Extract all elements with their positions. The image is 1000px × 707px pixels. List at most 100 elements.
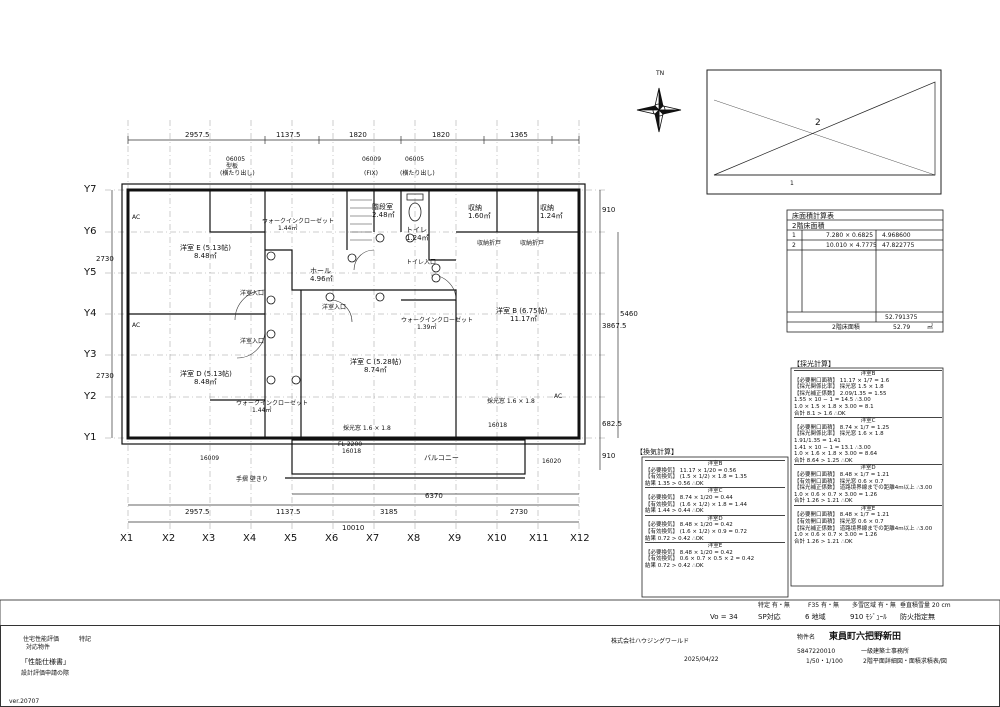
kanki-title: 【換気計算】 <box>636 448 678 456</box>
window-tag-7: 16020 <box>542 458 562 465</box>
toilet-in: トイレ入口 <box>406 259 437 266</box>
saiko-room-2: 洋室D <box>794 464 942 472</box>
dim-bottom-2: 1137.5 <box>276 508 301 516</box>
window-tag-6: 16018 <box>488 422 508 429</box>
storage-1-name: 収納 <box>468 204 482 212</box>
axis-x12: X12 <box>570 533 590 544</box>
dim-balcony: 6370 <box>425 492 443 500</box>
axis-x4: X4 <box>243 533 257 544</box>
fa-result-label: 2階床面積 <box>832 324 860 331</box>
room-e: 洋室 E (5.13帖) 8.48㎡ <box>180 244 231 260</box>
dim-right-1: 910 <box>602 206 616 214</box>
fa-result-value: 52.79 <box>893 324 911 331</box>
room-toilet-area: 1.24㎡ <box>406 234 429 242</box>
window-note-3: (横たり出し) <box>400 170 435 177</box>
room-b: 洋室 B (6.75帖) 11.17㎡ <box>496 307 547 323</box>
spec-tasetsu: 多雪区域 有・無 <box>852 602 896 609</box>
saiko-title: 【採光計算】 <box>793 360 835 368</box>
kanki-line-0-2: 結果 1.35 > 0.56 ∴OK <box>645 480 704 487</box>
kanki-line-0-1: 【有効換気】 (1.5 × 1/2) × 1.8 = 1.35 <box>645 474 747 481</box>
axis-y3: Y3 <box>84 349 97 360</box>
fa-row1-val: 4.968600 <box>882 232 911 239</box>
saiko-line-1-4: 1.0 × 1.6 × 1.8 × 3.00 = 8.64 <box>794 451 878 458</box>
dim-overall: 10010 <box>342 524 365 532</box>
room-d-name: 洋室 D (5.13帖) <box>180 370 232 378</box>
kanki-line-1-1: 【有効換気】 (1.6 × 1/2) × 1.8 = 1.44 <box>645 501 747 508</box>
room-in-c: 洋室入口 <box>322 304 347 311</box>
saiko-line-0-2: 【採光補正係数】 2.09/1.35 = 1.55 <box>794 390 887 397</box>
axis-y5: Y5 <box>84 267 97 278</box>
floor-area-title: 床面積計算表 <box>792 212 834 220</box>
dim-left-1: 2730 <box>96 255 114 263</box>
dim-bottom-1: 2957.5 <box>185 508 210 516</box>
axis-x3: X3 <box>202 533 216 544</box>
room-e-area: 8.48㎡ <box>194 252 217 260</box>
fa-row1-calc: 7.280 × 0.6825 <box>826 232 874 239</box>
ac-e: AC <box>132 214 141 221</box>
saiko-line-0-4: 1.0 × 1.5 × 1.8 × 3.00 = 8.1 <box>794 403 874 410</box>
saiko-line-1-1: 【採光関係比率】 採光窓 1.6 × 1.8 <box>794 431 884 438</box>
saiko-room-0: 洋室B <box>794 370 942 378</box>
spec-snow: 垂直積雪量 20 cm <box>900 602 951 609</box>
kanki-line-1-2: 結果 1.44 > 0.44 ∴OK <box>645 508 704 515</box>
saiko-line-0-5: 合計 8.1 > 1.6 ∴OK <box>794 410 846 417</box>
axis-x9: X9 <box>448 533 462 544</box>
room-in-e: 洋室入口 <box>240 290 265 297</box>
room-c: 洋室 C (5.28帖) 8.74㎡ <box>350 358 401 374</box>
wic-2-area: 1.39㎡ <box>417 324 437 331</box>
tb-mark: 「性能仕様書」 <box>21 658 70 666</box>
dim-top-1: 2957.5 <box>185 131 210 139</box>
fa-row2-val: 47.822775 <box>882 242 915 249</box>
axis-y6: Y6 <box>84 226 97 237</box>
wic-2-name: ウォークインクローゼット <box>401 317 474 324</box>
room-c-area: 8.74㎡ <box>364 366 387 374</box>
window-fix: (FIX) <box>364 170 379 177</box>
kanki-room-2: 洋室D <box>645 514 785 523</box>
room-hall-name: ホール <box>310 267 331 275</box>
wic-3-area: 1.44㎡ <box>252 407 272 414</box>
kanki-line-3-1: 【有効換気】 0.6 × 0.7 × 0.5 × 2 = 0.42 <box>645 556 755 563</box>
ac-b: AC <box>554 393 563 400</box>
mado-note: 手摺 壁きり <box>236 476 268 483</box>
room-wic-1: ウォークインクローゼット 1.44㎡ <box>262 218 334 232</box>
window-note-1: (横たり出し) <box>220 170 255 177</box>
tb-project: 東員町六把野新田 <box>829 632 902 642</box>
axis-x8: X8 <box>407 533 421 544</box>
dim-bottom-4: 2730 <box>510 508 528 516</box>
tb-scale: 1/50・1/100 <box>806 658 843 665</box>
spec-sp: SP対応 <box>758 613 781 621</box>
room-hall: ホール 4.96㎡ <box>310 267 333 283</box>
axis-x1: X1 <box>120 533 134 544</box>
room-wic-3: ウォークインクローゼット 1.44㎡ <box>236 400 308 414</box>
axis-x10: X10 <box>487 533 507 544</box>
room-storage-2: 収納 1.24㎡ <box>540 204 563 220</box>
window-tag-5: 16018 <box>342 448 362 455</box>
wic-1-area: 1.44㎡ <box>278 225 298 232</box>
room-stair: 階段室 2.48㎡ <box>372 203 395 219</box>
room-d: 洋室 D (5.13帖) 8.48㎡ <box>180 370 232 386</box>
dim-top-2: 1137.5 <box>276 131 301 139</box>
dim-right-4: 682.5 <box>602 420 623 428</box>
site-label-1: 1 <box>790 180 794 187</box>
tb-company: 株式会社ハウジングワールド <box>611 638 690 645</box>
title-block: 住宅性能評価 対応物件 「性能仕様書」 設計評価申請の際 特記 ver.2070… <box>0 625 1000 707</box>
window-tag-1: 06005 <box>226 156 246 163</box>
saiko-line-1-0: 【必要開口面積】 8.74 × 1/7 = 1.25 <box>794 424 890 431</box>
saiko-line-2-1: 【有効開口面積】 採光窓 0.6 × 0.7 <box>794 478 884 485</box>
tb-design: 設計評価申請の際 <box>21 670 70 677</box>
tb-perf: 住宅性能評価 <box>23 636 60 643</box>
window-tag-2: 06009 <box>362 156 382 163</box>
storage-2-area: 1.24㎡ <box>540 212 563 220</box>
saiko-line-2-0: 【必要開口面積】 8.48 × 1/7 = 1.21 <box>794 471 890 478</box>
saiko-line-2-2: 【採光補正係数】 道路境界線までの距離4m以上 ∴3.00 <box>794 485 933 492</box>
dim-right-5: 910 <box>602 452 616 460</box>
saiko-body: 洋室B【必要開口面積】 11.17 × 1/7 = 1.6【採光関係比率】 採光… <box>794 370 942 545</box>
saiko-line-1-3: 1.41 × 10 − 1 = 13.1 ∴3.00 <box>794 444 871 451</box>
tb-perf2: 対応物件 <box>26 644 51 651</box>
fa-unit: ㎡ <box>927 324 934 331</box>
room-wic-2: ウォークインクローゼット 1.39㎡ <box>401 317 473 331</box>
room-d-area: 8.48㎡ <box>194 378 217 386</box>
room-storage-1: 収納 1.60㎡ <box>468 204 491 220</box>
tb-spec-col: 特記 <box>79 636 92 643</box>
